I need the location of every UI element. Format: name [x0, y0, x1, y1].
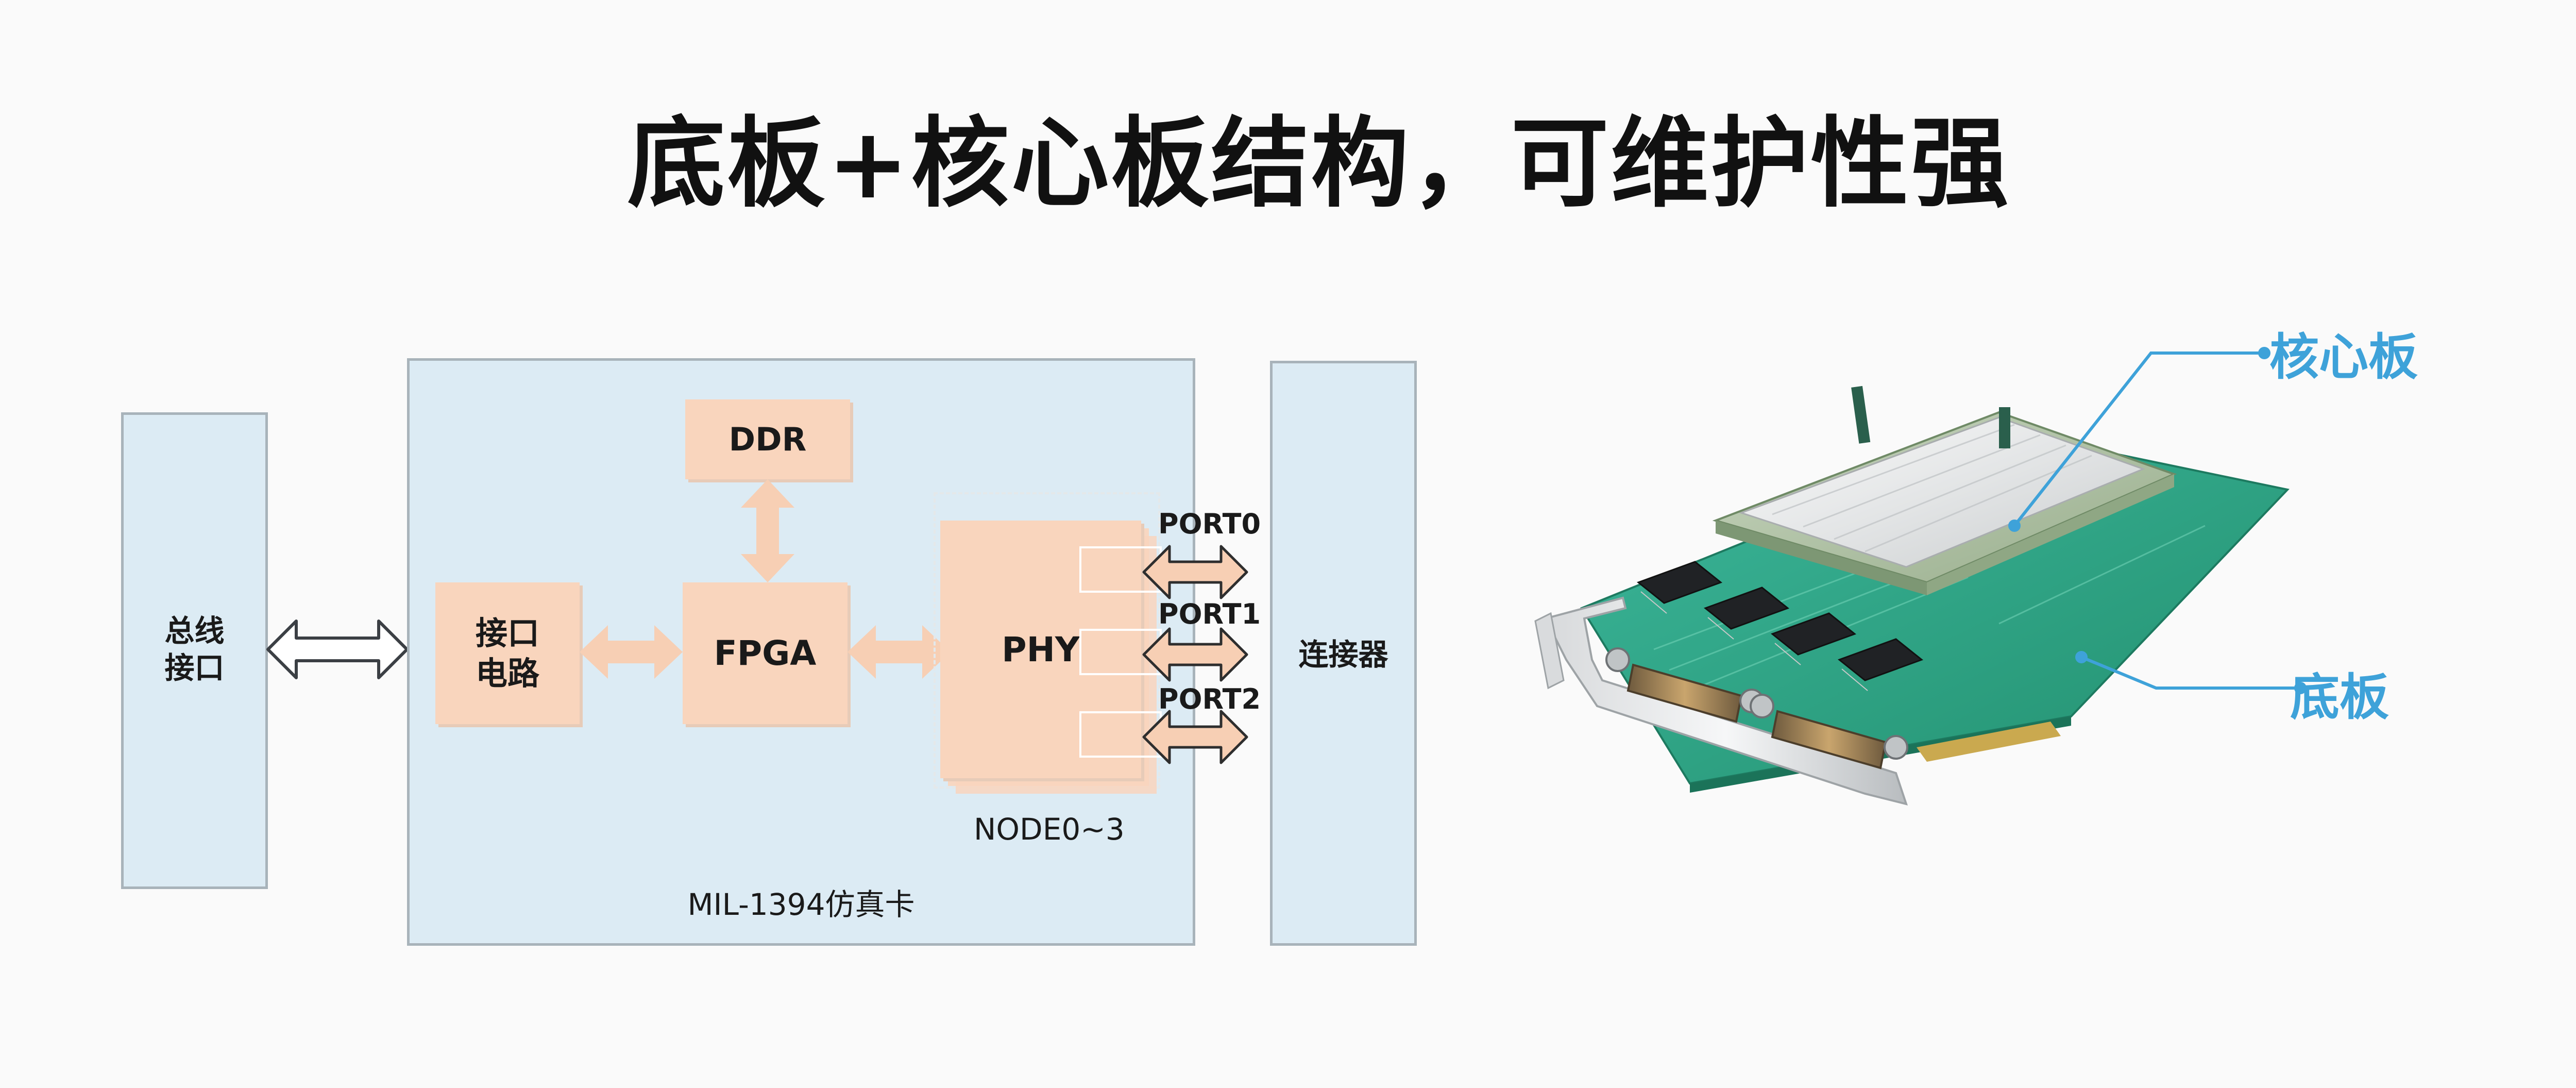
- core-board-callout-icon: [2008, 347, 2270, 532]
- fpga-block: FPGA: [683, 582, 848, 724]
- base-board-label: 底板: [2290, 668, 2389, 726]
- card-label: MIL-1394仿真卡: [687, 887, 915, 922]
- port0-arrow-icon: [1142, 545, 1248, 599]
- core-board-label: 核心板: [2269, 328, 2418, 386]
- bus-interface-label: 总线 接口: [164, 613, 225, 686]
- base-board-callout-icon: [2075, 651, 2307, 694]
- port-label-1: PORT1: [1158, 598, 1261, 630]
- phy-block: PHY: [940, 521, 1141, 778]
- node-label: NODE0~3: [974, 812, 1125, 847]
- page-title: 底板+核心板结构，可维护性强: [627, 106, 2011, 221]
- ddr-fpga-arrow-icon: [741, 479, 794, 582]
- port2-arrow-icon: [1142, 710, 1248, 764]
- port1-arrow-icon: [1142, 627, 1248, 682]
- interface-fpga-arrow-icon: [580, 625, 683, 679]
- interface-circuit-block: 接口 电路: [435, 582, 580, 724]
- bus-double-arrow-icon: [266, 620, 409, 679]
- pcie-card-photo: [1534, 386, 2290, 806]
- bus-interface-panel: [121, 412, 268, 889]
- connector-panel: [1270, 361, 1417, 946]
- port-label-2: PORT2: [1158, 683, 1261, 715]
- connector-label: 连接器: [1298, 637, 1388, 672]
- port-label-0: PORT0: [1158, 508, 1261, 540]
- fpga-phy-arrow-icon: [848, 625, 951, 679]
- ddr-block: DDR: [685, 399, 850, 479]
